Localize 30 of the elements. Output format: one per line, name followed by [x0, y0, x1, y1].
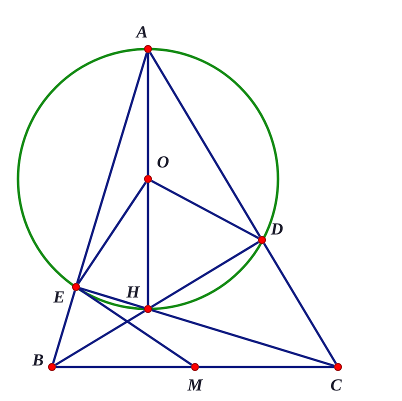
point-label: A: [136, 24, 148, 40]
point-dot: [144, 305, 152, 313]
point-dot: [191, 363, 199, 371]
point-dot: [72, 283, 80, 291]
line-segment: [56, 366, 191, 368]
line-segment: [150, 241, 260, 308]
line-segment: [78, 288, 192, 366]
point-dot: [334, 363, 342, 371]
point-label: C: [330, 376, 342, 394]
line-segment: [146, 183, 150, 305]
line-segment: [199, 366, 334, 368]
point-label: E: [53, 288, 65, 306]
point-label: M: [187, 376, 203, 394]
point-label: B: [32, 352, 44, 368]
point-label: H: [126, 284, 140, 300]
line-segment: [76, 52, 148, 284]
point-dot: [48, 363, 56, 371]
line-segment: [150, 180, 260, 240]
line-segment: [149, 52, 261, 238]
point-dot: [144, 45, 152, 53]
line-segment: [263, 242, 337, 364]
line-segment: [146, 53, 150, 175]
line-segment: [151, 309, 335, 367]
point-label: D: [270, 220, 284, 238]
line-segment: [52, 290, 76, 364]
point-label: O: [156, 154, 170, 170]
point-dot: [144, 175, 152, 183]
line-segment: [54, 310, 146, 366]
line-segment: [80, 287, 144, 309]
line-segment: [77, 182, 147, 284]
